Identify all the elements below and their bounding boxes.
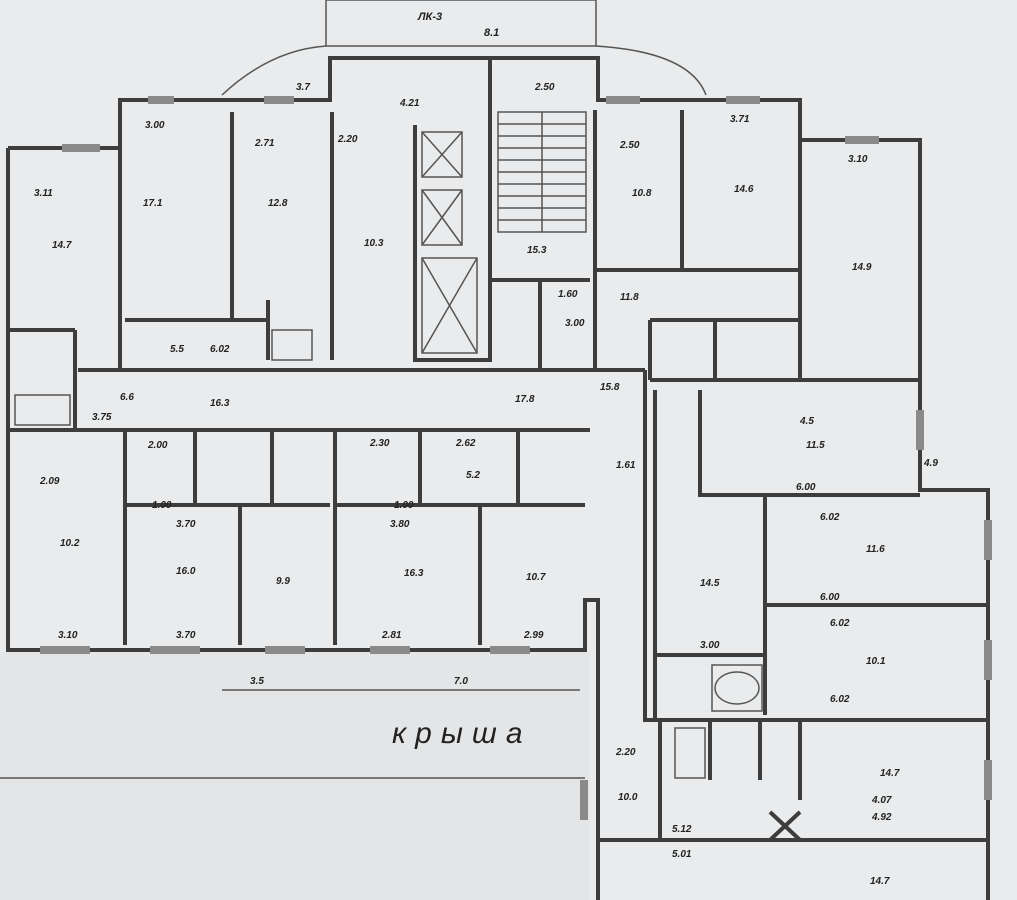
room-partitions-right — [595, 110, 988, 842]
dimension-label: 4.92 — [871, 812, 892, 823]
dimension-label: 3.7 — [296, 82, 310, 93]
dimension-label: 3.5 — [250, 676, 264, 687]
balcony-curve-right — [595, 45, 707, 96]
dimension-label: 1.60 — [558, 289, 578, 300]
balcony-curve-left — [221, 45, 327, 96]
dimension-label: 3.00 — [145, 120, 165, 131]
dimension-label: 6.02 — [830, 694, 850, 705]
dimension-label: 3.71 — [730, 114, 750, 125]
dimension-label: 12.8 — [268, 198, 288, 209]
dimension-label: 17.1 — [143, 198, 163, 209]
dimension-label: 2.50 — [619, 140, 640, 151]
dimension-label: 6.02 — [210, 344, 230, 355]
dimension-label: 3.11 — [34, 188, 53, 199]
dimension-label: 2.30 — [369, 438, 390, 449]
dimension-label: 5.2 — [466, 470, 480, 481]
dimension-label: 5.5 — [170, 344, 184, 355]
dimension-label: 11.6 — [866, 544, 885, 555]
dimension-label: 10.0 — [618, 792, 638, 803]
dimension-label: 1.00 — [152, 500, 172, 511]
dimension-label: 2.99 — [523, 630, 544, 641]
dimension-label: 3.70 — [176, 519, 196, 530]
dimension-label: 14.7 — [52, 240, 72, 251]
dimension-label: 1.61 — [616, 460, 636, 471]
dimension-label: 3.00 — [700, 640, 720, 651]
dimension-label: 6.00 — [820, 592, 840, 603]
dimension-label: 14.7 — [880, 768, 900, 779]
dimension-label: 4.21 — [399, 98, 420, 109]
elevator-cross-marks — [421, 131, 478, 354]
outer-wall-left — [6, 148, 600, 900]
dimension-label: 16.3 — [404, 568, 424, 579]
outer-wall-upper — [8, 56, 990, 900]
dimension-label: 3.00 — [565, 318, 585, 329]
dimension-label: 2.00 — [147, 440, 168, 451]
dimension-label: 11.5 — [806, 440, 825, 451]
bath-mid — [271, 329, 313, 361]
dimension-label: 14.6 — [734, 184, 754, 195]
dimension-label: 2.20 — [615, 747, 636, 758]
dimension-label: 3.80 — [390, 519, 410, 530]
dimension-label: 6.6 — [120, 392, 134, 403]
dimension-label: 16.0 — [176, 566, 196, 577]
dimension-label: 2.50 — [534, 82, 555, 93]
bathtub — [714, 671, 760, 705]
dimension-label: 10.8 — [632, 188, 652, 199]
dimension-label: 4.07 — [871, 795, 892, 806]
bath-right — [674, 727, 706, 779]
elevator-2 — [421, 189, 463, 246]
dimension-label: 4.9 — [923, 458, 938, 469]
dimension-label: 2.62 — [455, 438, 476, 449]
roof-area — [0, 652, 590, 900]
dimension-label: 3.75 — [92, 412, 112, 423]
dimension-label: 2.20 — [337, 134, 358, 145]
dimension-labels: 3.7 3.00 2.71 3.11 17.1 12.8 14.7 4.21 2.20 10.3 2… — [34, 82, 938, 887]
dimension-label: 14.7 — [870, 876, 890, 887]
stair-steps — [498, 112, 586, 232]
elevator-3 — [421, 257, 478, 354]
dimension-label: 6.02 — [830, 618, 850, 629]
dimension-label: 14.5 — [700, 578, 720, 589]
dimension-label: 10.1 — [866, 656, 886, 667]
balcony-dim: 8.1 — [484, 27, 499, 39]
dimension-label: 2.71 — [254, 138, 275, 149]
dimension-label: 1.00 — [394, 500, 414, 511]
dimension-label: 2.81 — [381, 630, 402, 641]
dimension-label: 6.02 — [820, 512, 840, 523]
dimension-label: 3.10 — [848, 154, 868, 165]
dimension-label: 14.9 — [852, 262, 872, 273]
dimension-label: 4.5 — [799, 416, 814, 427]
dimension-label: 5.01 — [672, 849, 692, 860]
dimension-label: 17.8 — [515, 394, 535, 405]
windows — [40, 96, 992, 820]
dimension-label: 9.9 — [276, 576, 290, 587]
elevator-core — [413, 58, 597, 370]
dimension-label: 6.00 — [796, 482, 816, 493]
roof-label: крыша — [392, 717, 532, 750]
dimension-label: 16.3 — [210, 398, 230, 409]
dimension-label: 2.09 — [39, 476, 60, 487]
dimension-label: 10.2 — [60, 538, 80, 549]
balcony-label: ЛК-3 — [417, 11, 442, 23]
dimension-label: 5.12 — [672, 824, 692, 835]
inner-wall-corridor — [8, 368, 988, 722]
dimension-label: 15.8 — [600, 382, 620, 393]
room-partitions-left — [8, 112, 585, 645]
balcony-lk3 — [325, 0, 597, 47]
dimension-label: 10.3 — [364, 238, 384, 249]
diagonal-wall — [768, 810, 802, 842]
elevator-1 — [421, 131, 463, 178]
dimension-label: 3.70 — [176, 630, 196, 641]
dimension-label: 15.3 — [527, 245, 547, 256]
dimension-label: 11.8 — [620, 292, 639, 303]
dimension-label: 10.7 — [526, 572, 546, 583]
dimension-label: 3.10 — [58, 630, 78, 641]
dimension-label: 7.0 — [454, 676, 468, 687]
bathtub-frame — [711, 664, 763, 712]
bath-left — [14, 394, 71, 426]
